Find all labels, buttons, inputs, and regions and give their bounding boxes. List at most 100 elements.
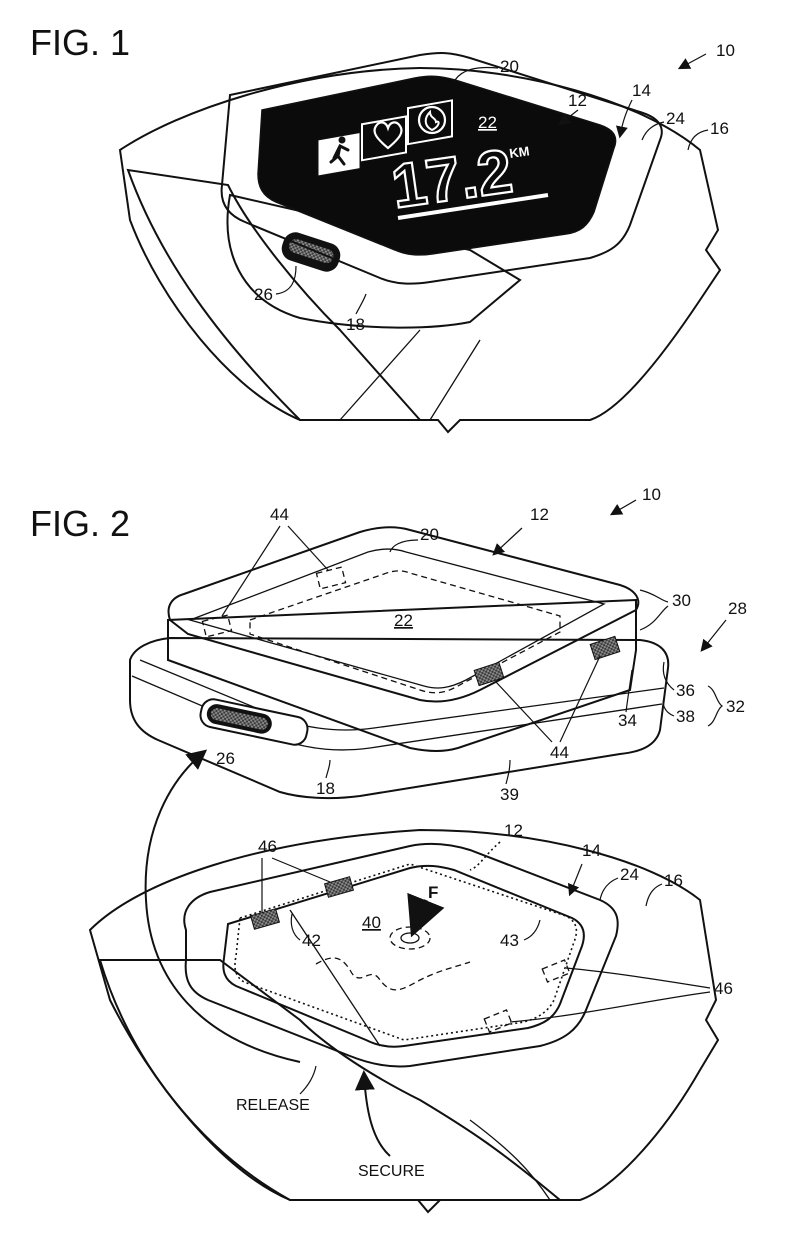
fig2-lead-36 bbox=[662, 661, 675, 691]
fig1-ref-22: 22 bbox=[478, 113, 497, 132]
fig2-lead-34 bbox=[625, 669, 633, 713]
fig1-ref-18: 18 bbox=[346, 315, 365, 334]
fig2-latch-44-a bbox=[201, 614, 233, 638]
fig2-latch-44-b bbox=[315, 566, 347, 590]
fig1-strap-lines bbox=[339, 329, 481, 421]
fig1-ref-16: 16 bbox=[710, 119, 729, 138]
fig1-lead-26 bbox=[275, 265, 297, 295]
fig2-force-arrow bbox=[407, 892, 445, 938]
fig2-strap-line bbox=[469, 1119, 551, 1201]
fig2-ref-F: F bbox=[428, 883, 438, 902]
fig2-lead-46-c bbox=[565, 967, 711, 989]
fig2-display-outline bbox=[249, 570, 561, 694]
fig1-reading-unit: KM bbox=[508, 143, 530, 161]
fig2-lead-44-a bbox=[221, 525, 281, 617]
fig1-lead-16 bbox=[687, 129, 709, 151]
fig2-ref-40: 40 bbox=[362, 913, 381, 932]
fig2-latch-44-d bbox=[589, 635, 621, 661]
figure-2-title: FIG. 2 bbox=[30, 503, 130, 544]
figure-1: FIG. 1 22 bbox=[30, 22, 735, 434]
fig2-lead-44-c bbox=[495, 681, 553, 743]
heart-icon bbox=[373, 121, 403, 150]
figure-1-title: FIG. 1 bbox=[30, 22, 130, 63]
fig2-latch-46-c bbox=[541, 959, 571, 983]
fig2-ref-10: 10 bbox=[642, 485, 661, 504]
fig2-secure-arrow bbox=[354, 1070, 391, 1157]
fig1-ref-10: 10 bbox=[716, 41, 735, 60]
fig2-lead-46-d bbox=[509, 991, 711, 1023]
fig2-ref-12: 12 bbox=[530, 505, 549, 524]
fig2-lead-46-b bbox=[271, 857, 331, 883]
fig2-ref-18: 18 bbox=[316, 779, 335, 798]
fig2-ref-22: 22 bbox=[394, 611, 413, 630]
fig2-ref-16: 16 bbox=[664, 871, 683, 890]
fig2-arrow-28 bbox=[700, 619, 727, 652]
fig2-release-arrow bbox=[144, 749, 301, 1063]
fig1-ref-26: 26 bbox=[254, 285, 273, 304]
fig2-module-sides bbox=[167, 598, 637, 752]
fig2-latch-46-a bbox=[249, 908, 281, 930]
fig2-arrow-12 bbox=[492, 527, 523, 556]
fig2-lead-24 bbox=[599, 877, 619, 901]
fig2-ref-12-dotted: 12 bbox=[504, 821, 523, 840]
fig2-ref-14: 14 bbox=[582, 841, 601, 860]
fig2-latch-46-b bbox=[323, 876, 355, 898]
fig2-ref-43: 43 bbox=[500, 931, 519, 950]
fig2-seat-dotted-outline bbox=[234, 863, 578, 1041]
fig2-ref-36: 36 bbox=[676, 681, 695, 700]
fig2-ref-30: 30 bbox=[672, 591, 691, 610]
figure-2: FIG. 2 22 44 20 12 10 30 28 bbox=[30, 485, 747, 1214]
fig2-lead-38 bbox=[662, 697, 675, 717]
fig1-ref-12: 12 bbox=[568, 91, 587, 110]
fig2-label-release: RELEASE bbox=[236, 1097, 310, 1114]
fig2-lead-30 bbox=[639, 589, 669, 631]
fig2-ref-39: 39 bbox=[500, 785, 519, 804]
fig1-housing bbox=[226, 193, 522, 329]
fig2-seat-frame bbox=[183, 842, 619, 1068]
fig2-brace-32 bbox=[707, 685, 724, 727]
fig2-force-target-inner bbox=[400, 932, 420, 944]
fig2-arrow-14 bbox=[567, 863, 583, 897]
fig1-bezel bbox=[220, 52, 663, 285]
fig1-lead-24 bbox=[641, 121, 665, 141]
fig2-lead-44-b bbox=[287, 525, 329, 571]
fig1-arrow-10 bbox=[677, 53, 707, 70]
fig1-ref-24: 24 bbox=[666, 109, 685, 128]
fig2-base-plate bbox=[129, 636, 670, 800]
fig2-lead-release bbox=[299, 1065, 317, 1095]
fig2-lead-16 bbox=[645, 883, 663, 907]
fig2-lead-39 bbox=[505, 759, 511, 785]
fig2-ref-26: 26 bbox=[216, 749, 235, 768]
fig2-ref-46-top: 46 bbox=[258, 837, 277, 856]
fig2-latch-46-d bbox=[483, 1009, 513, 1033]
fig2-module-top bbox=[167, 526, 640, 703]
fig1-lead-18 bbox=[355, 293, 367, 315]
fig2-arrow-10 bbox=[609, 499, 637, 516]
fig1-band bbox=[118, 66, 722, 434]
fig2-ref-44-top: 44 bbox=[270, 505, 289, 524]
running-person-icon bbox=[329, 136, 350, 166]
fig1-arrow-14 bbox=[615, 99, 633, 139]
fig2-ref-34: 34 bbox=[618, 711, 637, 730]
fig1-ref-14: 14 bbox=[632, 81, 651, 100]
fig2-ref-44-bottom: 44 bbox=[550, 743, 569, 762]
fig1-ref-20: 20 bbox=[500, 57, 519, 76]
fig2-lead-44-d bbox=[559, 655, 601, 743]
fig2-latch-44-c bbox=[473, 661, 505, 687]
fig2-lead-20 bbox=[389, 539, 419, 553]
fig2-band bbox=[88, 828, 720, 1214]
fig2-ref-38: 38 bbox=[676, 707, 695, 726]
fig1-reading-underline bbox=[397, 193, 549, 220]
flame-icon bbox=[417, 105, 447, 135]
fig1-band-inner bbox=[126, 168, 423, 421]
fig2-module-rim bbox=[187, 548, 606, 689]
fig2-ref-42: 42 bbox=[302, 931, 321, 950]
fig2-seat-recess bbox=[222, 864, 585, 1048]
fig2-ref-24: 24 bbox=[620, 865, 639, 884]
fig1-screen bbox=[257, 75, 617, 256]
fig2-seat-diagonal bbox=[289, 909, 381, 1047]
fig2-ref-32: 32 bbox=[726, 697, 745, 716]
fig2-ref-46-right: 46 bbox=[714, 979, 733, 998]
fig2-force-target-outer bbox=[389, 926, 431, 950]
